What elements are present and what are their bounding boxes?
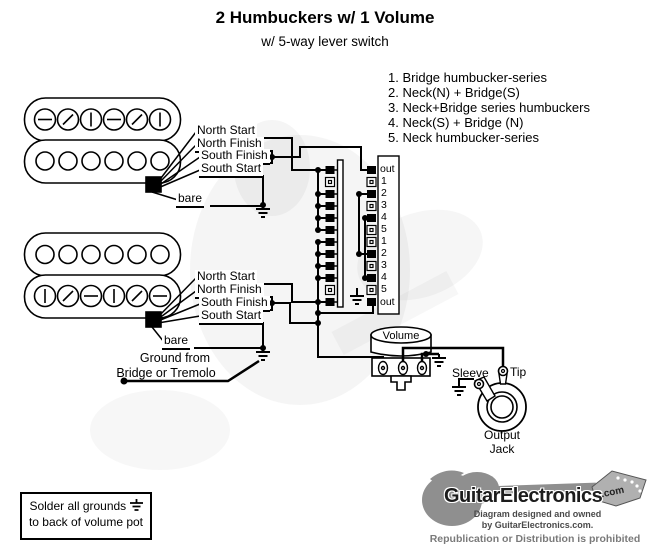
logo-credit-line1: Diagram designed and owned <box>473 509 602 519</box>
logo-credit-line2: by GuitarElectronics.com. <box>481 520 594 530</box>
logo-guitar <box>422 470 647 526</box>
tip-label: Tip <box>510 365 527 379</box>
junction-dot <box>269 154 275 160</box>
switch-terminal-label: 1 <box>381 235 387 247</box>
volume-pot <box>370 326 432 391</box>
output-jack-caption-line2: Jack <box>489 442 515 456</box>
solder-note-box: Solder all grounds to back of volume pot <box>20 492 152 540</box>
position-list-item: 4. Neck(S) + Bridge (N) <box>388 115 524 130</box>
sleeve-label: Sleeve <box>452 366 489 380</box>
sleeve-ground-wire <box>458 378 474 383</box>
wire-end-dot <box>120 377 128 385</box>
switch-terminal-label: 5 <box>381 283 387 295</box>
junction-dot <box>269 300 275 306</box>
switch-terminal-label: out <box>380 296 395 308</box>
page-title: 2 Humbuckers w/ 1 Volume <box>215 8 435 27</box>
neck-south-start-label: South Start <box>199 309 264 325</box>
output-jack-caption: Output Jack <box>470 428 534 456</box>
switch-terminal-label: out <box>380 163 395 175</box>
switch-body <box>377 155 400 315</box>
bridge-south-start-label: South Start <box>199 162 264 178</box>
logo-headstock <box>591 470 647 507</box>
ground-note-line2: Bridge or Tremolo <box>116 366 216 380</box>
position-list-item: 3. Neck+Bridge series humbuckers <box>388 100 590 115</box>
pot-bracket <box>390 375 412 391</box>
neck-pickup <box>23 232 182 328</box>
page-subtitle: w/ 5-way lever switch <box>261 34 389 49</box>
solder-note-line2: to back of volume pot <box>28 515 144 529</box>
output-jack <box>473 365 527 432</box>
switch-blade <box>336 159 344 308</box>
bridge-cable-connector <box>145 176 162 193</box>
switch-right-lugs <box>366 166 377 306</box>
switch-terminal-label: 4 <box>381 211 387 223</box>
switch-terminal-label: 3 <box>381 199 387 211</box>
switch-terminal-label: 3 <box>381 259 387 271</box>
switch-terminal-label: 1 <box>381 175 387 187</box>
bridge-pickup <box>23 97 182 193</box>
position-list-item: 5. Neck humbucker-series <box>388 130 539 145</box>
ground-symbol-pot <box>431 353 447 367</box>
ground-symbol-sleeve <box>451 382 467 396</box>
ground-note-line1: Ground from <box>139 351 211 365</box>
neck-bare-label: bare <box>162 334 191 350</box>
volume-pot-label: Volume <box>382 330 420 342</box>
switch-terminal-label: 2 <box>381 187 387 199</box>
switch-terminal-label: 2 <box>381 247 387 259</box>
output-jack-caption-line1: Output <box>483 428 521 442</box>
neck-cable-connector <box>145 311 162 328</box>
tremolo-ground-wire <box>124 359 260 383</box>
switch-terminal-label: 4 <box>381 271 387 283</box>
ground-icon <box>129 499 143 511</box>
bridge-bare-label: bare <box>176 192 205 208</box>
solder-note-line1: Solder all grounds <box>22 498 150 514</box>
position-list-item: 2. Neck(N) + Bridge(S) <box>388 85 520 100</box>
lever-switch <box>315 155 400 363</box>
switch-junction-dots <box>315 167 368 326</box>
position-list-item: 1. Bridge humbucker-series <box>388 70 547 85</box>
logo-notice-text: Republication or Distribution is prohibi… <box>429 533 641 545</box>
switch-left-lugs <box>324 166 338 306</box>
switch-terminal-label: 5 <box>381 223 387 235</box>
junction-dot <box>423 351 429 357</box>
logo-brand-text: GuitarElectronics <box>444 485 603 507</box>
bridge-pickup-wires <box>151 131 201 201</box>
neck-pickup-wires <box>151 277 201 343</box>
volume-output-wires <box>401 346 505 367</box>
